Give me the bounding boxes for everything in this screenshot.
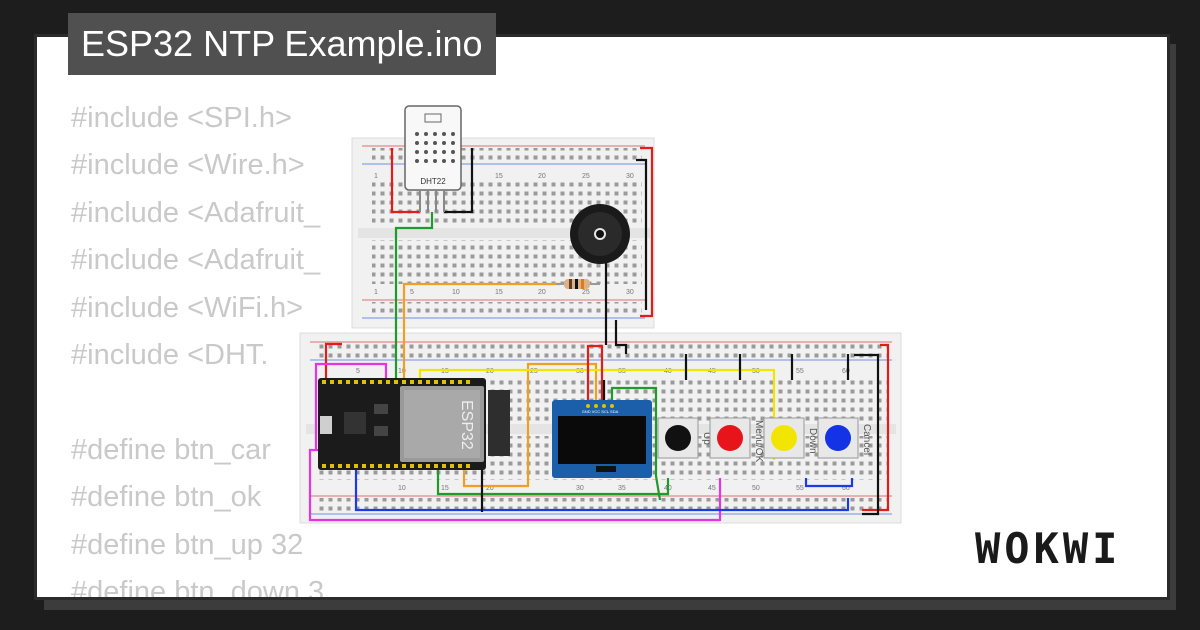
bb-bottom-number: 35 — [618, 368, 626, 375]
wire-green — [436, 470, 670, 496]
wire-red — [640, 146, 654, 318]
wire-orange — [402, 282, 560, 378]
resistor — [556, 279, 600, 289]
bb-top-number: 25 — [582, 173, 590, 180]
project-title: ESP32 NTP Example.ino — [68, 13, 496, 75]
wire-black — [854, 353, 880, 516]
code-line: #define btn_ok — [71, 481, 262, 514]
code-line: #include <WiFi.h> — [71, 291, 304, 324]
button-blue — [817, 417, 859, 459]
bb-bottom-number: 30 — [576, 368, 584, 375]
oled-display: GND VCC SCL SDA — [552, 400, 652, 478]
bb-bottom-number: 55 — [796, 485, 804, 492]
wire-blue — [354, 470, 850, 512]
bb-bottom-number: 35 — [618, 485, 626, 492]
bb-bottom-number: 5 — [356, 368, 360, 375]
bb-bottom-number: 15 — [441, 368, 449, 375]
bb-bottom-number: 45 — [708, 368, 716, 375]
bb-top-number: 10 — [452, 289, 460, 296]
code-line: #include <Wire.h> — [71, 149, 305, 182]
bb-bottom-number: 15 — [441, 485, 449, 492]
bb-top-number: 30 — [626, 173, 634, 180]
wire-red — [324, 342, 342, 378]
wire-black — [636, 158, 648, 310]
code-preview: #include <SPI.h> #include <Wire.h> #incl… — [71, 95, 325, 600]
bb-bottom-number: 50 — [752, 485, 760, 492]
button-black — [657, 417, 699, 459]
code-line: #include <SPI.h> — [71, 102, 292, 134]
button-label-up: Up — [701, 432, 712, 445]
wire-red — [390, 148, 420, 214]
wire-green — [394, 212, 434, 378]
oled-pin-labels: GND VCC SCL SDA — [582, 409, 619, 414]
wire-blue — [804, 478, 854, 488]
button-yellow — [763, 417, 805, 459]
bb-bottom-number: 55 — [796, 368, 804, 375]
code-line: #define btn_down 3 — [71, 575, 325, 600]
bb-top-number: 15 — [495, 289, 503, 296]
bb-bottom-number: 60 — [842, 368, 850, 375]
bb-bottom-number: 20 — [486, 368, 494, 375]
code-line: #define btn_car — [71, 433, 271, 466]
button-label-down: Down — [807, 428, 818, 454]
button-red — [709, 417, 751, 459]
bb-top-number: 15 — [495, 173, 503, 180]
wire-red — [862, 343, 890, 512]
bb-bottom-number: 60 — [842, 485, 850, 492]
bb-bottom-number: 10 — [398, 485, 406, 492]
wires — [308, 146, 890, 522]
bb-bottom-number: 45 — [708, 485, 716, 492]
buzzer — [570, 204, 630, 264]
wire-magenta — [314, 362, 388, 450]
code-line: #include <Adafruit_ — [71, 244, 321, 277]
wire-green — [610, 386, 662, 501]
push-buttons: Up Menu/OK Down Cancel — [657, 417, 872, 463]
wokwi-logo: WOKWI — [975, 524, 1122, 573]
bb-bottom-number: 20 — [486, 485, 494, 492]
dht22-label: DHT22 — [420, 177, 446, 186]
bb-bottom-number: 50 — [752, 368, 760, 375]
wire-red — [586, 344, 604, 404]
bb-top-number: 20 — [538, 289, 546, 296]
bb-bottom-number: 10 — [398, 368, 406, 375]
code-line: #include <DHT. — [71, 338, 269, 371]
bb-top-number: 1 — [374, 289, 378, 296]
button-label-menu-ok: Menu/OK — [753, 420, 764, 463]
bb-top-number: 30 — [626, 289, 634, 296]
dht22-sensor: DHT22 — [404, 105, 462, 212]
code-line: #define btn_up 32 — [71, 528, 304, 561]
bb-top-number: 1 — [374, 173, 378, 180]
code-line: #include <Adafruit_ — [71, 196, 321, 229]
bb-top-number: 5 — [410, 289, 414, 296]
wire-black — [444, 148, 474, 214]
wire-magenta — [308, 448, 722, 522]
esp32-board: ESP32 — [318, 378, 510, 470]
esp32-label: ESP32 — [458, 400, 475, 450]
bb-bottom-number: 30 — [576, 485, 584, 492]
wire-yellow — [418, 368, 776, 460]
bb-top-number: 25 — [582, 289, 590, 296]
wire-black — [614, 320, 628, 354]
bb-top-number: 20 — [538, 173, 546, 180]
bb-bottom-number: 40 — [664, 368, 672, 375]
bb-bottom-number: 25 — [530, 368, 538, 375]
button-label-cancel: Cancel — [861, 424, 872, 455]
